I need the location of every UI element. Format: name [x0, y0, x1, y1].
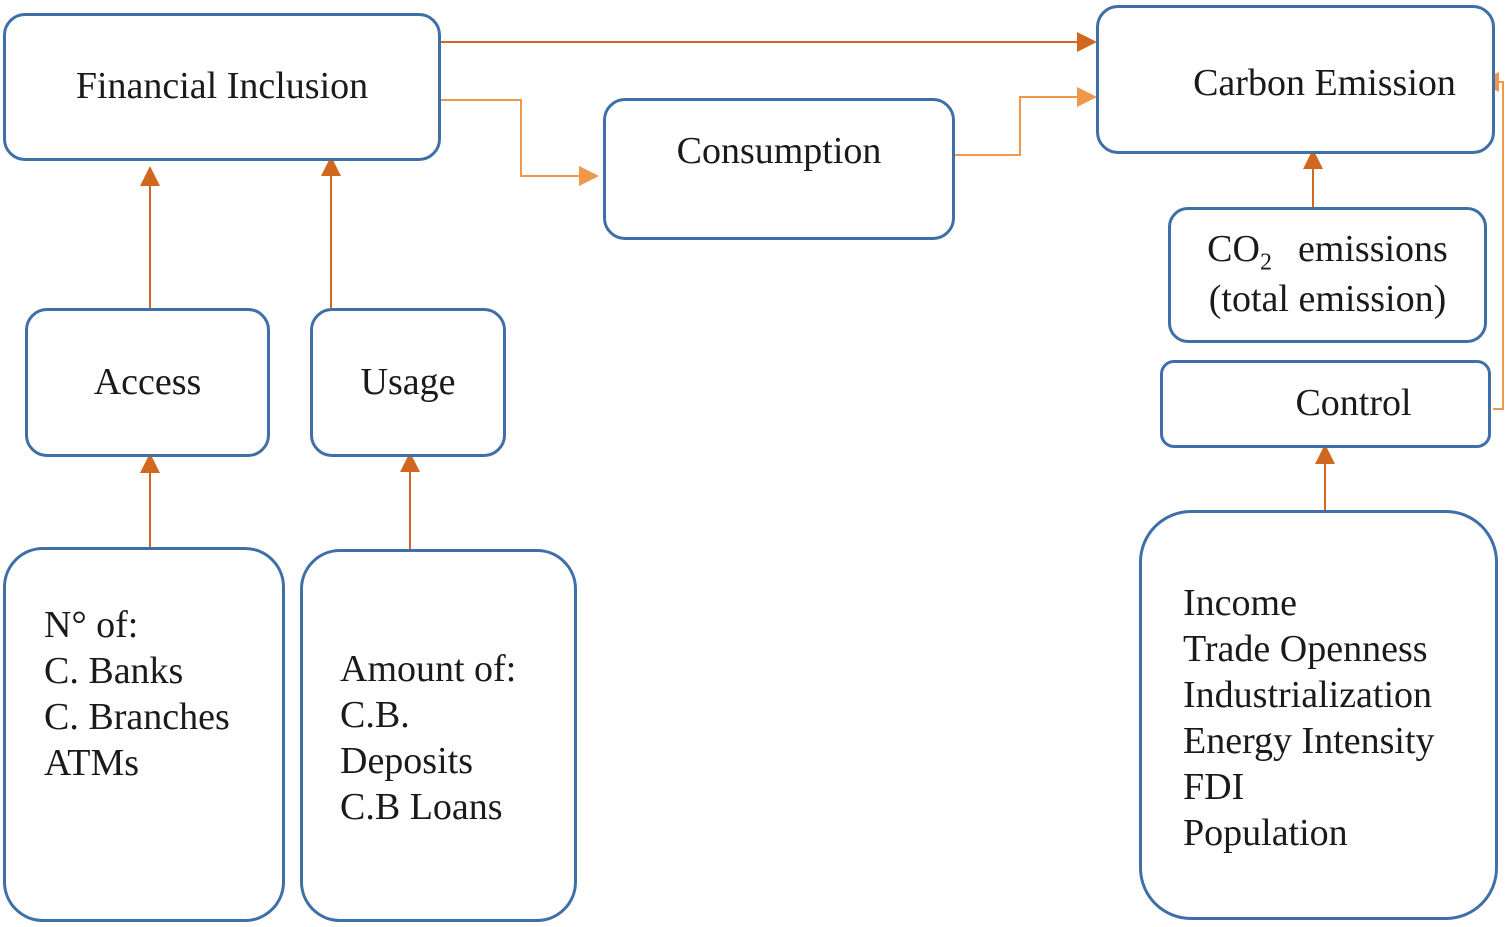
control-variable-item: Energy Intensity	[1183, 720, 1435, 762]
co2-subscript: 2	[1259, 249, 1272, 276]
control-variable-item: Population	[1183, 812, 1348, 854]
access-label: Access	[93, 360, 202, 403]
co2-emissions-line1: CO2 emissions	[1207, 227, 1448, 277]
carbon-emission-node: Carbon Emission	[1096, 5, 1495, 154]
access-node: Access	[25, 308, 270, 457]
usage-indicator-item: Deposits	[340, 740, 473, 782]
access-indicator-item: ATMs	[44, 742, 140, 784]
co2-emissions-line2: (total emission)	[1208, 278, 1447, 321]
access-indicator-item: C. Banks	[44, 650, 184, 692]
co2-suffix: emissions	[1297, 228, 1448, 270]
control-node: Control	[1160, 360, 1491, 448]
co2-emissions-node: CO2 emissions (total emission)	[1168, 207, 1487, 343]
co2-prefix: CO	[1207, 228, 1260, 270]
carbon-emission-label: Carbon Emission	[1193, 62, 1456, 104]
consumption-label: Consumption	[676, 130, 882, 172]
control-variable-item: Income	[1183, 582, 1297, 624]
control-label: Control	[1295, 382, 1412, 424]
control-variable-item: Industrialization	[1183, 674, 1433, 716]
access-indicator-item: N° of:	[44, 604, 139, 646]
usage-indicator-item: Amount of:	[340, 648, 517, 690]
control-variable-item: FDI	[1183, 766, 1245, 808]
access-indicators-node: N° of: C. Banks C. Branches ATMs	[3, 547, 285, 922]
financial-inclusion-node: Financial Inclusion	[3, 13, 441, 161]
usage-indicators-node: Amount of: C.B. Deposits C.B Loans	[300, 549, 577, 922]
access-indicator-item: C. Branches	[44, 696, 230, 738]
usage-indicator-item: C.B Loans	[340, 786, 503, 828]
consumption-node: Consumption	[603, 98, 955, 240]
financial-inclusion-label: Financial Inclusion	[75, 65, 369, 108]
arrow-financial-inclusion-to-consumption	[441, 99, 599, 186]
usage-label: Usage	[360, 360, 456, 403]
control-variable-item: Trade Openness	[1183, 628, 1428, 670]
control-variables-node: Income Trade Openness Industrialization …	[1139, 510, 1498, 920]
usage-node: Usage	[310, 308, 506, 457]
arrow-consumption-to-carbon-emission	[955, 87, 1097, 156]
usage-indicator-item: C.B.	[340, 694, 410, 736]
